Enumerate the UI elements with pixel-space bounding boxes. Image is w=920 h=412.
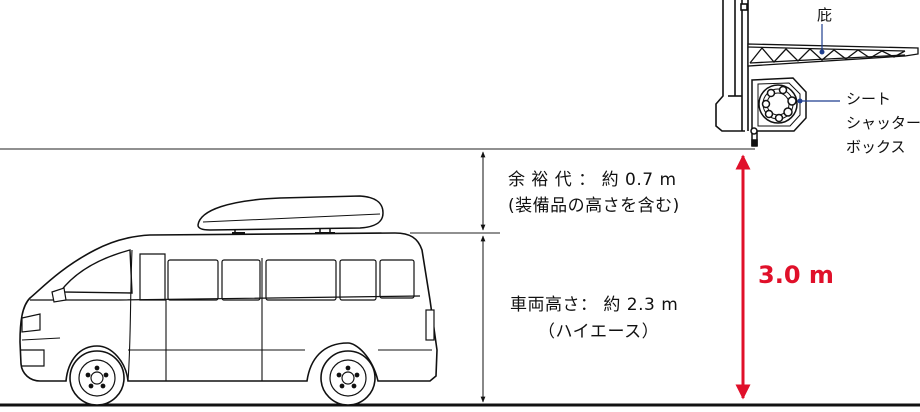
- eaves-label: 庇: [817, 6, 833, 24]
- shutter-box-label-line2: シャッター: [846, 114, 920, 132]
- van: [19, 232, 438, 406]
- vehicle-model-note: （ハイエース）: [538, 322, 660, 342]
- building-wall: [715, 0, 749, 132]
- vehicle-height-label: 車両高さ： 約 2.3 m: [510, 295, 679, 315]
- shutter-box: [750, 77, 807, 147]
- roof-box: [197, 195, 384, 236]
- shutter-box-leader: [797, 98, 840, 104]
- eaves-leader: [819, 24, 825, 55]
- shutter-box-label-line3: ボックス: [846, 138, 906, 156]
- eaves-truss: [747, 43, 919, 67]
- total-height-label: 3.0 m: [758, 261, 834, 289]
- clearance-label: 余 裕 代 ： 約 0.7 m: [508, 170, 677, 190]
- shutter-box-label-line1: シート: [846, 90, 892, 108]
- clearance-note: (装備品の高さを含む): [508, 196, 680, 216]
